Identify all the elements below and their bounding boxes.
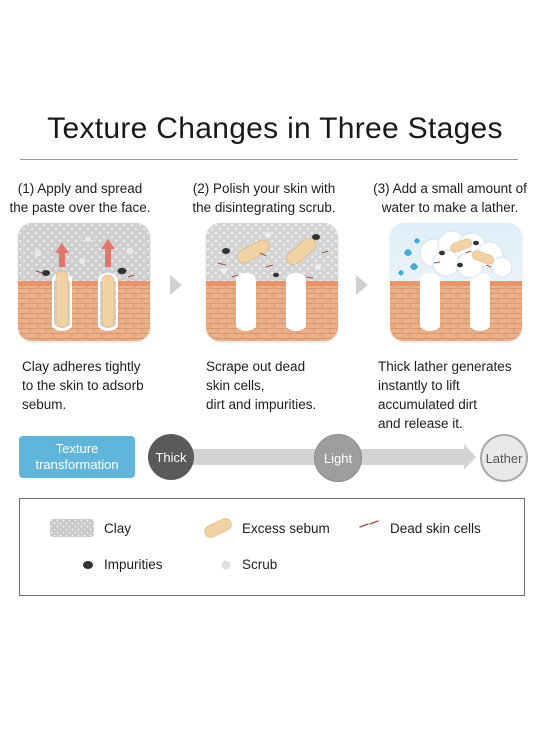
step-3-caption: Thick lather generates instantly to lift… [378, 359, 512, 431]
step-1-illustration [18, 223, 150, 341]
legend-box: Clay Excess sebum Dead skin cells Impuri… [19, 498, 525, 596]
texture-transformation-label: Texture transformation [19, 436, 135, 478]
step-3-illustration [390, 223, 522, 341]
legend-label-sebum: Excess sebum [242, 520, 330, 536]
stage-lather: Lather [480, 434, 528, 482]
step-2-illustration [206, 223, 338, 341]
chevron-right-icon [356, 275, 368, 295]
step-2-heading: (2) Polish your skin with the disintegra… [192, 181, 336, 215]
step-2-caption: Scrape out dead skin cells, dirt and imp… [206, 359, 317, 412]
clay-swatch-icon [50, 519, 94, 537]
step-1-caption: Clay adheres tightly to the skin to adso… [22, 359, 144, 412]
legend-label-impurities: Impurities [104, 557, 163, 572]
page-title: Texture Changes in Three Stages [47, 112, 503, 145]
legend-item-impurities: Impurities [82, 557, 163, 572]
legend-item-dead-cells: Dead skin cells [358, 519, 481, 537]
dead-skin-cells-icon [359, 520, 379, 528]
legend-item-sebum: Excess sebum [202, 515, 330, 541]
sebum-capsule-icon [204, 518, 232, 538]
legend-label-clay: Clay [104, 520, 132, 536]
stage-light: Light [314, 434, 362, 482]
legend-label-scrub: Scrub [242, 557, 278, 572]
title-divider [20, 159, 518, 160]
legend-item-clay: Clay [50, 519, 131, 537]
legend-item-scrub: Scrub [220, 557, 277, 572]
chevron-right-icon [170, 275, 182, 295]
legend-label-dead-cells: Dead skin cells [390, 520, 481, 536]
step-3-heading: (3) Add a small amount of water to make … [373, 181, 527, 215]
step-1-heading: (1) Apply and spread the paste over the … [9, 181, 151, 215]
stage-thick: Thick [148, 434, 194, 480]
scrub-dot-icon [221, 560, 231, 569]
impurity-dot-icon [83, 560, 93, 569]
